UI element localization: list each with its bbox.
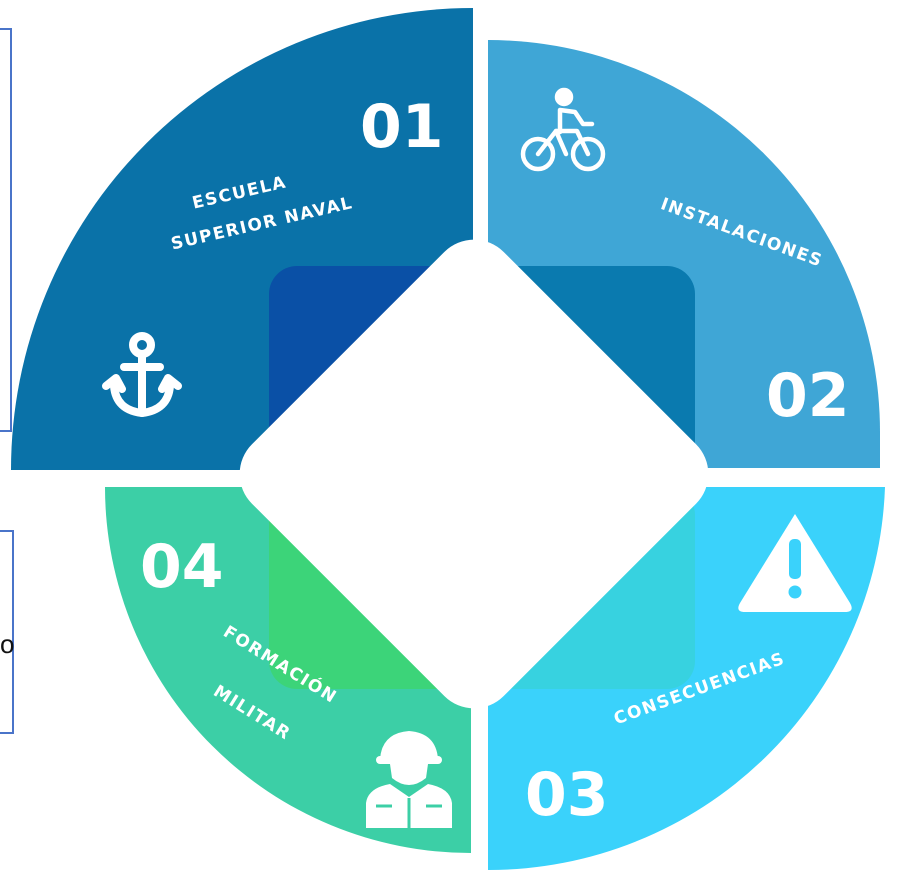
quadrant-1-number: 01 [360, 92, 444, 162]
anchor-icon [102, 332, 182, 418]
soldier-icon [366, 731, 452, 828]
quadrant-2-number: 02 [766, 361, 850, 431]
left-box-text: o [0, 629, 15, 659]
quadrant-3-number: 03 [525, 760, 609, 830]
cyclist-icon [520, 87, 606, 172]
center-diamond [239, 239, 709, 709]
left-frame-line [0, 28, 12, 432]
left-text-box [0, 530, 14, 734]
quadrant-4-number: 04 [140, 532, 224, 602]
warning-icon [738, 514, 852, 612]
